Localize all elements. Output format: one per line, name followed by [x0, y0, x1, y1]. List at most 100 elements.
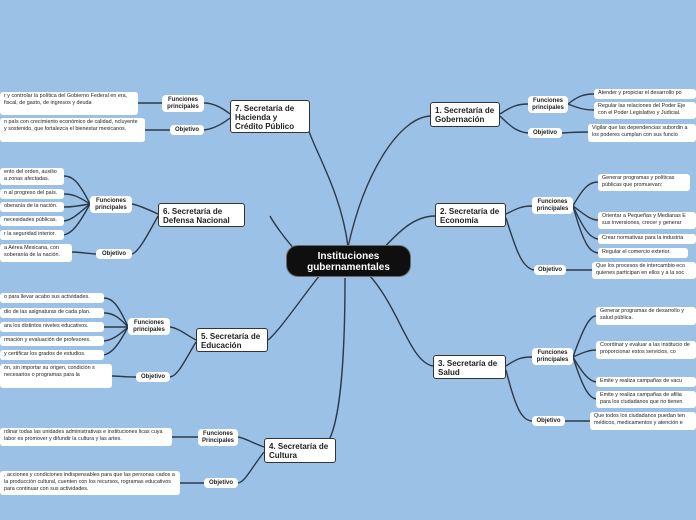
salud-objetivo[interactable]: Objetivo: [532, 416, 565, 426]
educacion-objetivo-label: Objetivo: [140, 374, 165, 380]
educacion-objetivo-text[interactable]: ón, sin importar su origen, condición s …: [0, 364, 112, 388]
gobernacion-funciones-label: Funciones principales: [532, 98, 564, 111]
hacienda-funcion-1-text: r y controlar la política del Gobierno F…: [4, 93, 128, 106]
economia-funcion-2-text: Orientar a Pequeñas y Medianas E sus inv…: [602, 213, 686, 226]
defensa-funcion-5-text: r la seguridad interior.: [4, 231, 56, 237]
defensa-funciones-label: Funciones principales: [95, 198, 127, 211]
branch-gobernacion-title: 1. Secretaría de Gobernación: [435, 106, 495, 124]
economia-objetivo-label: Objetivo: [537, 267, 562, 273]
defensa-funcion-5[interactable]: r la seguridad interior.: [0, 230, 64, 240]
salud-funciones-label: Funciones principales: [536, 350, 569, 363]
salud-funcion-1-text: Generar programas de desarrollo y salud …: [600, 308, 684, 321]
hacienda-objetivo-text[interactable]: n país con crecimiento económico de cali…: [0, 118, 145, 142]
educacion-funciones[interactable]: Funciones principales: [128, 318, 170, 335]
hacienda-funciones-label: Funciones principales: [167, 97, 199, 110]
cultura-objetivo-value: , acciones y condiciones indispensables …: [4, 472, 175, 492]
economia-funcion-4[interactable]: Regular el comercio exterior.: [598, 248, 688, 258]
salud-funcion-3[interactable]: Emite y realiza campañas de vacu: [596, 377, 696, 387]
economia-funcion-3-text: Crear normativas para la industria: [602, 235, 684, 241]
branch-salud[interactable]: 3. Secretaría de Salud: [433, 355, 506, 379]
salud-funcion-3-text: Emite y realiza campañas de vacu: [600, 378, 683, 384]
defensa-funcion-4[interactable]: necesidades públicas.: [0, 216, 64, 226]
gobernacion-objetivo-text[interactable]: Vigilar que las dependencias subordin a …: [588, 124, 696, 142]
cultura-funciones-label: Funciones Principales: [201, 431, 234, 444]
educacion-objetivo[interactable]: Objetivo: [136, 372, 170, 382]
economia-funcion-3[interactable]: Crear normativas para la industria: [598, 234, 696, 244]
educacion-funcion-1[interactable]: o para llevar acabo sus actividades.: [0, 293, 104, 303]
economia-objetivo-text[interactable]: Que los procesos de intercambio eco quie…: [592, 262, 696, 279]
educacion-funcion-5[interactable]: y certificar los grados de estudios.: [0, 350, 104, 360]
salud-objetivo-value: Que todos los ciudadanos puedan ten médi…: [594, 413, 685, 426]
hacienda-funcion-1[interactable]: r y controlar la política del Gobierno F…: [0, 92, 138, 115]
economia-funciones-label: Funciones principales: [536, 199, 569, 212]
defensa-funcion-2[interactable]: n al progreso del país.: [0, 189, 64, 199]
central-topic-label: Instituciones gubernamentales: [307, 251, 390, 273]
educacion-funcion-4-text: rmación y evaluación de profesores.: [4, 337, 91, 343]
defensa-funcion-3[interactable]: oberanía de la nación.: [0, 202, 64, 212]
hacienda-objetivo[interactable]: Objetivo: [170, 125, 204, 135]
educacion-funcion-4[interactable]: rmación y evaluación de profesores.: [0, 336, 104, 346]
educacion-funciones-label: Funciones principales: [133, 320, 165, 333]
defensa-objetivo-text[interactable]: a Aérea Mexicana, con soberanía de la na…: [0, 244, 72, 262]
gobernacion-objetivo-value: Vigilar que las dependencias subordin a …: [592, 125, 688, 138]
defensa-funciones[interactable]: Funciones principales: [90, 196, 132, 213]
economia-funcion-4-text: Regular el comercio exterior.: [602, 249, 671, 255]
economia-objetivo-value: Que los procesos de intercambio eco quie…: [596, 263, 685, 276]
branch-hacienda-title: 7. Secretaría de Hacienda y Crédito Públ…: [235, 104, 295, 131]
educacion-funcion-2[interactable]: dio de las asignaturas de cada plan.: [0, 308, 104, 318]
branch-gobernacion[interactable]: 1. Secretaría de Gobernación: [430, 102, 500, 127]
defensa-objetivo-label: Objetivo: [101, 251, 126, 257]
defensa-funcion-2-text: n al progreso del país.: [4, 190, 58, 196]
defensa-funcion-3-text: oberanía de la nación.: [4, 203, 58, 209]
educacion-funcion-2-text: dio de las asignaturas de cada plan.: [4, 309, 91, 315]
cultura-funcion-1-text: rdinar todas las unidades administrativa…: [4, 429, 163, 442]
gobernacion-funciones[interactable]: Funciones principales: [528, 96, 568, 113]
salud-funciones[interactable]: Funciones principales: [532, 348, 573, 365]
defensa-objetivo-value: a Aérea Mexicana, con soberanía de la na…: [4, 245, 61, 258]
educacion-funcion-3[interactable]: ara los distintos niveles educativos.: [0, 322, 104, 332]
defensa-funcion-1[interactable]: ento del orden, auxilio a zonas afectada…: [0, 168, 64, 185]
hacienda-objetivo-value: n país con crecimiento económico de cali…: [4, 119, 138, 132]
branch-hacienda[interactable]: 7. Secretaría de Hacienda y Crédito Públ…: [230, 100, 310, 133]
salud-funcion-2-text: Coordinar y evaluar a las institucio de …: [600, 342, 690, 355]
educacion-funcion-3-text: ara los distintos niveles educativos.: [4, 323, 89, 329]
salud-funcion-4[interactable]: Emite y realiza campañas de afilia para …: [596, 391, 696, 408]
branch-salud-title: 3. Secretaría de Salud: [438, 359, 498, 377]
gobernacion-objetivo[interactable]: Objetivo: [528, 128, 562, 138]
gobernacion-funcion-2[interactable]: Regular las relaciones del Poder Eje con…: [594, 102, 696, 119]
cultura-funcion-1[interactable]: rdinar todas las unidades administrativa…: [0, 428, 172, 446]
branch-defensa[interactable]: 6. Secretaría de Defensa Nacional: [158, 203, 245, 227]
hacienda-funciones[interactable]: Funciones principales: [162, 95, 204, 112]
branch-defensa-title: 6. Secretaría de Defensa Nacional: [163, 207, 230, 225]
salud-funcion-4-text: Emite y realiza campañas de afilia para …: [600, 392, 683, 405]
salud-funcion-2[interactable]: Coordinar y evaluar a las institucio de …: [596, 341, 696, 359]
cultura-objetivo[interactable]: Objetivo: [204, 478, 238, 488]
gobernacion-funcion-2-text: Regular las relaciones del Poder Eje con…: [598, 103, 686, 116]
branch-cultura[interactable]: 4. Secretaría de Cultura: [264, 438, 336, 463]
central-topic[interactable]: Instituciones gubernamentales: [286, 245, 411, 277]
gobernacion-objetivo-label: Objetivo: [532, 130, 557, 136]
branch-educacion[interactable]: 5. Secretaría de Educación: [196, 328, 268, 352]
cultura-objetivo-text[interactable]: , acciones y condiciones indispensables …: [0, 471, 180, 495]
educacion-objetivo-value: ón, sin importar su origen, condición s …: [4, 365, 95, 378]
cultura-objetivo-label: Objetivo: [208, 480, 233, 486]
economia-objetivo[interactable]: Objetivo: [534, 265, 566, 275]
defensa-funcion-1-text: ento del orden, auxilio a zonas afectada…: [4, 169, 57, 182]
educacion-funcion-5-text: y certificar los grados de estudios.: [4, 351, 86, 357]
economia-funcion-2[interactable]: Orientar a Pequeñas y Medianas E sus inv…: [598, 212, 696, 229]
economia-funcion-1[interactable]: Generar programas y políticas públicas q…: [598, 174, 690, 191]
salud-objetivo-text[interactable]: Que todos los ciudadanos puedan ten médi…: [590, 412, 696, 430]
defensa-objetivo[interactable]: Objetivo: [96, 249, 132, 259]
economia-funciones[interactable]: Funciones principales: [532, 197, 573, 214]
defensa-funcion-4-text: necesidades públicas.: [4, 217, 58, 223]
branch-educacion-title: 5. Secretaría de Educación: [201, 332, 261, 350]
cultura-funciones[interactable]: Funciones Principales: [198, 429, 238, 446]
branch-economia[interactable]: 2. Secretaría de Economía: [435, 203, 506, 227]
economia-funcion-1-text: Generar programas y políticas públicas q…: [602, 175, 675, 188]
branch-economia-title: 2. Secretaría de Economía: [440, 207, 500, 225]
gobernacion-funcion-1[interactable]: Atender y propiciar el desarrollo po: [594, 89, 696, 99]
salud-funcion-1[interactable]: Generar programas de desarrollo y salud …: [596, 307, 696, 325]
branch-cultura-title: 4. Secretaría de Cultura: [269, 442, 329, 460]
educacion-funcion-1-text: o para llevar acabo sus actividades.: [4, 294, 90, 300]
